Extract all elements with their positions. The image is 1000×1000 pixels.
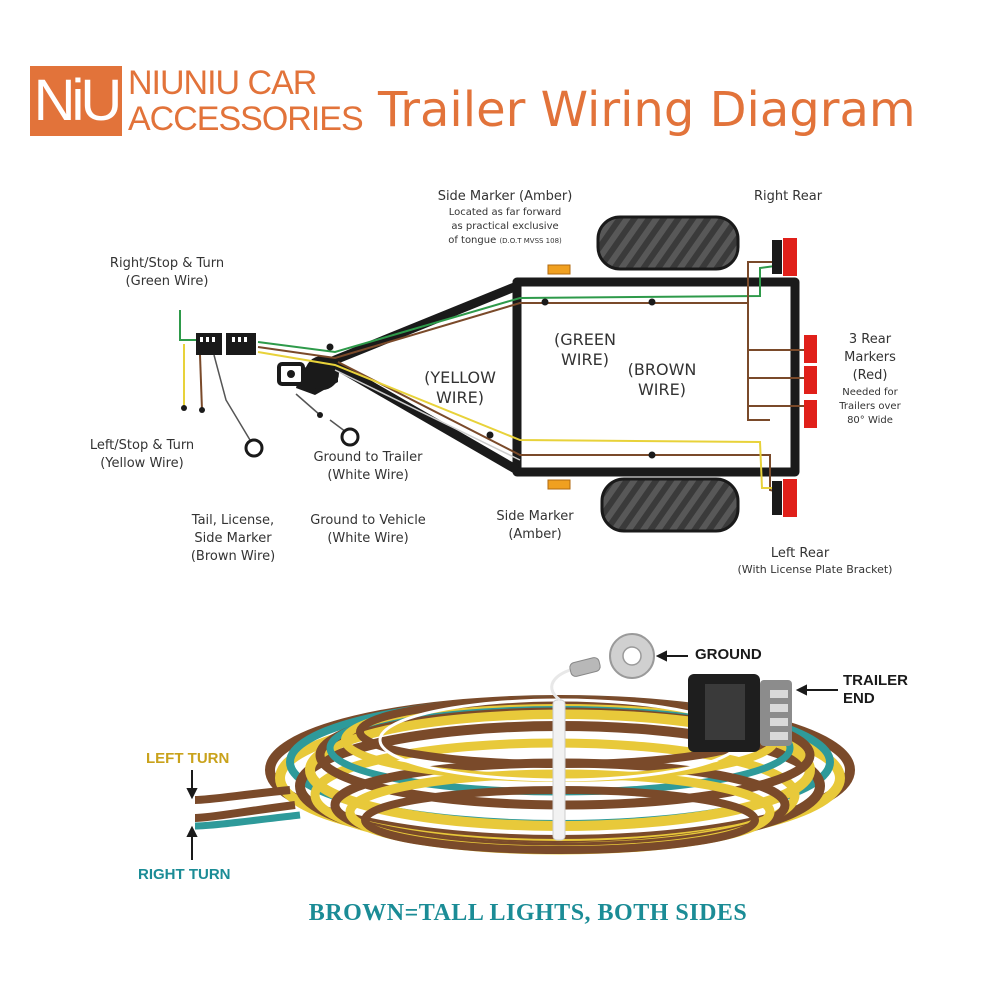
label-tail-license: Tail, License, Side Marker (Brown Wire) [168,512,298,566]
label-ground-vehicle-line2: (White Wire) [327,531,409,546]
label-trailer-end-line1: TRAILER [843,672,908,689]
hitch-coupler [277,355,339,395]
label-right-stop-turn: Right/Stop & Turn (Green Wire) [92,255,242,291]
label-side-marker-top: Side Marker (Amber) [415,188,595,206]
label-side-marker-top-tongue: of tongue [448,235,497,246]
label-tail-license-line2: Side Marker [194,531,272,546]
label-left-rear: Left Rear [770,546,830,561]
label-rear-markers: 3 Rear Markers (Red) [815,331,925,385]
label-side-marker-top-note-line1: Located as far forward [448,207,562,218]
brand-monogram: NiU [33,68,123,133]
trailer-end-connector [688,674,792,752]
left-rear-light [772,479,797,517]
label-tail-license-line3: (Brown Wire) [190,549,276,564]
label-trailer-end: TRAILER END [843,672,908,708]
label-green-wire-line2: WIRE) [560,350,609,369]
label-rear-markers-line1: 3 Rear [848,332,892,347]
label-rear-markers-note-line1: Needed for [842,387,898,398]
label-left-stop-turn: Left/Stop & Turn (Yellow Wire) [72,437,212,473]
label-yellow-wire-line1: (YELLOW [424,368,496,387]
label-tail-license-line1: Tail, License, [191,513,275,528]
label-side-marker-top-note-line3: of tongue (D.O.T MVSS 108) [420,234,590,248]
rear-marker-lights [804,335,817,428]
label-left-stop-turn-line1: Left/Stop & Turn [89,438,195,453]
label-rear-markers-note: Needed for Trailers over 80° Wide [815,386,925,428]
label-side-marker-bottom: Side Marker (Amber) [470,508,600,544]
label-left-stop-turn-line2: (Yellow Wire) [100,456,184,471]
trailer-diagram [179,215,817,533]
label-green-wire: (GREEN WIRE) [530,330,640,370]
label-ground-vehicle-line1: Ground to Vehicle [310,513,426,528]
page-title: Trailer Wiring Diagram [378,82,916,138]
label-trailer-end-line2: END [843,690,875,707]
label-side-marker-top-title: Side Marker (Amber) [437,189,573,204]
label-brown-wire-line2: WIRE) [637,380,686,399]
brand-name-line1: NIUNIU CAR [128,64,317,102]
brand-name-line2: ACCESSORIES [128,100,364,138]
label-side-marker-top-note: Located as far forward as practical excl… [420,206,590,248]
label-left-rear-note: (With License Plate Bracket) [737,563,893,576]
label-yellow-wire-line2: WIRE) [435,388,484,407]
label-ground-trailer: Ground to Trailer (White Wire) [298,449,438,485]
label-left-turn: LEFT TURN [146,750,230,767]
label-rear-markers-note-line2: Trailers over [839,401,901,412]
label-rear-markers-line2: Markers [844,350,896,365]
label-ground-vehicle: Ground to Vehicle (White Wire) [298,512,438,548]
label-side-marker-bottom-line1: Side Marker [496,509,574,524]
zip-tie [552,699,566,841]
label-rear-markers-line3: (Red) [852,368,888,383]
side-marker-front-amber [547,264,571,275]
label-side-marker-bottom-line2: (Amber) [508,527,562,542]
label-yellow-wire: (YELLOW WIRE) [405,368,515,408]
label-green-wire-line1: (GREEN [554,330,616,349]
right-rear-light [772,238,797,276]
label-rear-markers-note-line3: 80° Wide [847,415,893,426]
brand-logo-mark: NiU [30,66,122,136]
label-ground-trailer-line1: Ground to Trailer [313,450,423,465]
ground-ring-terminal [550,633,655,702]
label-right-stop-turn-line2: (Green Wire) [125,274,209,289]
callout-arrows [186,650,838,860]
left-tire-icon [600,477,740,533]
label-right-rear: Right Rear [753,189,823,204]
label-right-stop-turn-line1: Right/Stop & Turn [109,256,225,271]
splice-dots [326,298,656,459]
side-marker-rear-amber [547,479,571,490]
label-ground-trailer-line2: (White Wire) [327,468,409,483]
vehicle-plug-connector [179,310,360,458]
label-brown-wire-line1: (BROWN [627,360,697,379]
label-side-marker-top-note-line2: as practical exclusive [451,221,559,232]
footer-note: BROWN=TALL LIGHTS, BOTH SIDES [308,900,748,926]
label-ground: GROUND [695,646,762,663]
wire-leads-left [194,786,301,830]
label-side-marker-top-footnote: (D.O.T MVSS 108) [499,237,562,245]
right-tire-icon [596,215,740,271]
label-brown-wire: (BROWN WIRE) [607,360,717,400]
label-right-turn: RIGHT TURN [138,866,231,883]
